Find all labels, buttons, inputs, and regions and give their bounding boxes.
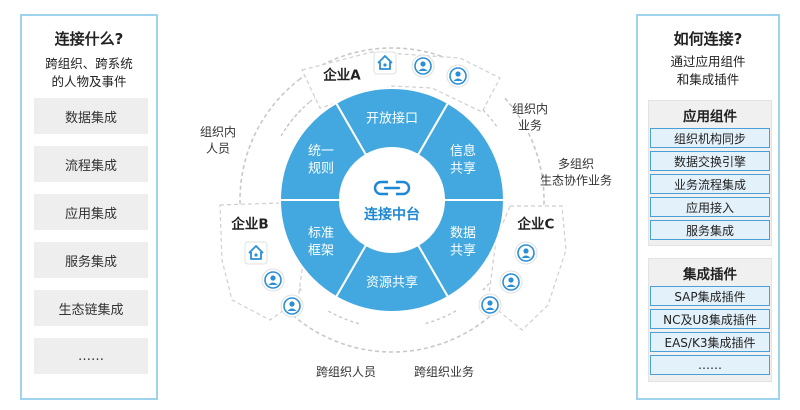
plugins-title: 集成插件 [683, 267, 737, 283]
group-item: 组织机构同步 [650, 128, 770, 148]
label-data-share: 数据共享 [450, 226, 476, 259]
left-panel-title: 连接什么? [54, 30, 124, 48]
enterprise-b-user-icon [261, 268, 285, 292]
label-standard-framework: 标准框架 [308, 226, 334, 259]
hub-label: 连接中台 [364, 206, 420, 223]
inner-dashed-arc [309, 83, 339, 103]
label-open-api: 开放接口 [366, 111, 418, 127]
enterprise-c-user-icon-3 [478, 293, 502, 317]
left-item-more: …… [34, 338, 148, 374]
left-item-service-integration: 服务集成 [34, 242, 148, 278]
right-panel-subtitle: 通过应用组件 和集成插件 [638, 53, 778, 89]
group-item: NC及U8集成插件 [650, 309, 770, 329]
app-components-title: 应用组件 [683, 109, 737, 125]
left-panel: 连接什么? 跨组织、跨系统 的人物及事件 数据集成 流程集成 应用集成 服务集成… [20, 14, 158, 400]
group-item: 应用接入 [650, 197, 770, 217]
group-item: 数据交换引擎 [650, 151, 770, 171]
plugins-group: 集成插件 SAP集成插件 NC及U8集成插件 EAS/K3集成插件 …… [648, 258, 772, 382]
enterprise-b-user-icon-2 [280, 294, 304, 318]
label-resource-share: 资源共享 [366, 275, 418, 291]
inner-dashed-arc [280, 108, 302, 137]
enterprise-c-user-icon-2 [499, 270, 523, 294]
enterprise-b-home-icon [244, 241, 268, 265]
left-item-app-integration: 应用集成 [34, 194, 148, 230]
left-item-data-integration: 数据集成 [34, 98, 148, 134]
conn-label-cross-org-business: 跨组织业务 [414, 364, 474, 379]
inner-dashed-arc [280, 263, 302, 292]
hub-ring [278, 87, 506, 313]
right-subtitle-line1: 通过应用组件 [670, 54, 746, 69]
enterprise-c-label: 企业C [517, 216, 555, 233]
enterprise-a-user-icon [411, 54, 435, 78]
inner-dashed-arc [327, 310, 360, 325]
enterprise-icons [244, 51, 538, 318]
inner-dashed-arc [286, 101, 311, 127]
left-item-ecosystem-integration: 生态链集成 [34, 290, 148, 326]
right-subtitle-line2: 和集成插件 [676, 72, 740, 87]
conn-label-org-people: 组织内人员 [200, 125, 236, 155]
left-item-process-integration: 流程集成 [34, 146, 148, 182]
group-item: 服务集成 [650, 220, 770, 240]
outer-dashed-arc [293, 315, 491, 353]
right-panel: 如何连接? 通过应用组件 和集成插件 应用组件 组织机构同步 数据交换引擎 业务… [636, 14, 780, 400]
enterprise-a-user-icon-2 [446, 64, 470, 88]
left-subtitle-line2: 的人物及事件 [51, 74, 127, 89]
label-info-share: 信息共享 [450, 143, 476, 177]
enterprise-a-home-icon [373, 51, 397, 75]
enterprise-a-label: 企业A [322, 67, 361, 84]
hub-circle [342, 150, 442, 250]
group-item: SAP集成插件 [650, 286, 770, 306]
app-components-group: 应用组件 组织机构同步 数据交换引擎 业务流程集成 应用接入 服务集成 [648, 100, 772, 246]
inner-dashed-arc [424, 310, 457, 325]
hub-center: 连接中台 [342, 150, 442, 250]
right-panel-title: 如何连接? [673, 30, 743, 48]
group-item: …… [650, 355, 770, 375]
left-panel-subtitle: 跨组织、跨系统 的人物及事件 [22, 55, 156, 91]
group-item: 业务流程集成 [650, 174, 770, 194]
conn-label-ecosystem: 多组织生态协作业务 [540, 157, 612, 187]
link-icon [373, 180, 411, 196]
enterprise-c-user-icon [514, 241, 538, 265]
conn-label-cross-org-people: 跨组织人员 [316, 365, 376, 379]
conn-label-org-business: 组织内业务 [512, 102, 548, 132]
group-item: EAS/K3集成插件 [650, 332, 770, 352]
enterprise-c-box [487, 205, 567, 331]
label-unified-rules: 统一规则 [308, 144, 334, 177]
enterprise-b-label: 企业B [230, 216, 268, 233]
segment-unified-rules [278, 101, 368, 201]
left-subtitle-line1: 跨组织、跨系统 [45, 56, 133, 71]
